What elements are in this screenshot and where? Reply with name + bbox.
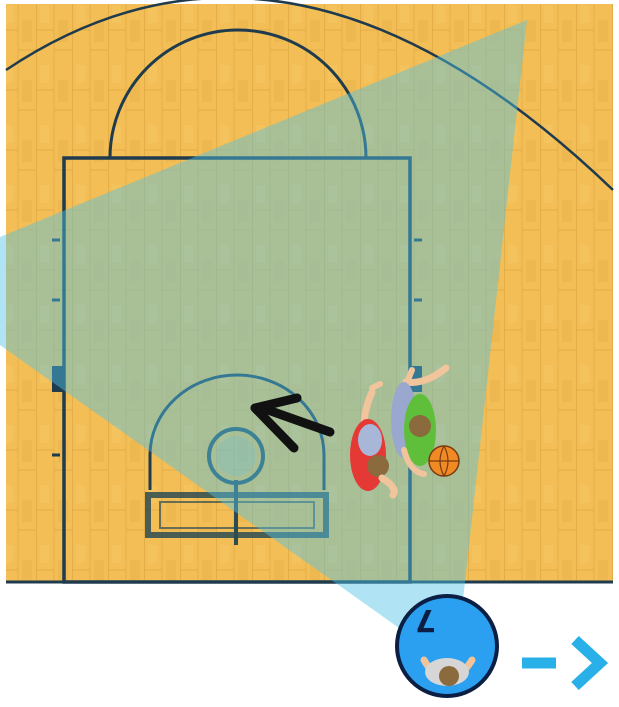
- referee-badge: 7: [397, 596, 497, 696]
- referee-number: 7: [415, 602, 436, 637]
- basketball-icon: [429, 446, 459, 476]
